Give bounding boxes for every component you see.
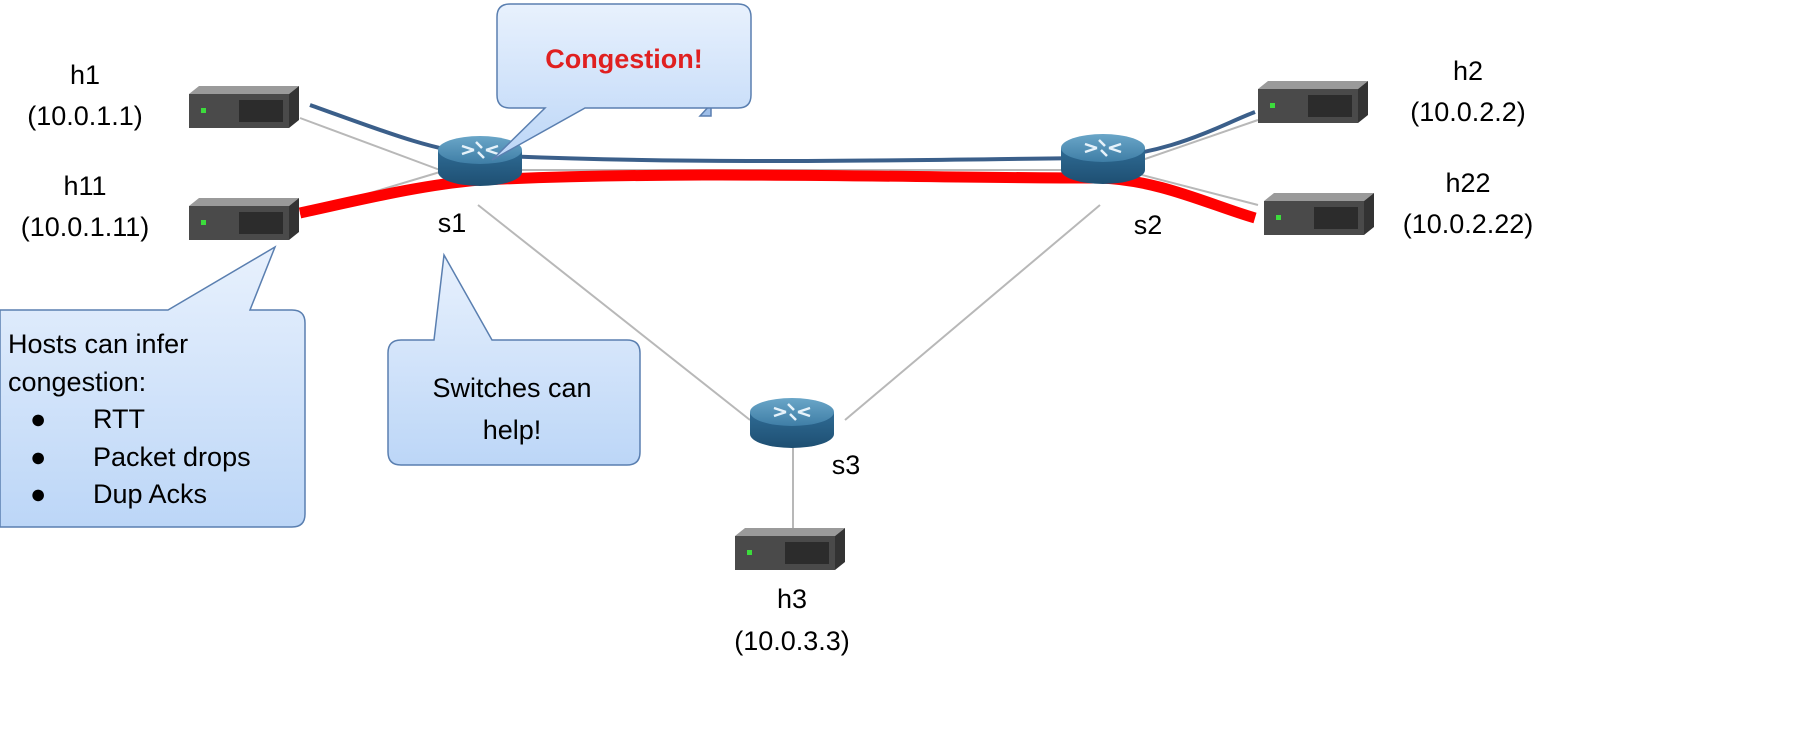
server-icon-h22 [1264,193,1374,235]
flow-h11-h22-congested [298,169,1257,224]
switches-callout: Switches can help! [387,252,641,466]
switch-label-s1: s1 [438,208,467,238]
switch-label-s2: s2 [1134,210,1163,240]
router-icon-s1 [438,136,522,186]
host-ip-h3: (10.0.3.3) [734,626,850,656]
hosts-callout-item-2: Packet drops [93,442,251,472]
host-label-h3: h3 [777,584,807,614]
host-label-h2: h2 [1453,56,1483,86]
switch-label-s3: s3 [832,450,861,480]
hosts-callout-bullet-1: ● [30,404,46,434]
server-icon-h1 [189,86,299,128]
host-label-h22: h22 [1445,168,1490,198]
link-s2-s3 [844,204,1101,421]
host-ip-h2: (10.0.2.2) [1410,97,1526,127]
server-icon-h3 [735,528,845,570]
link-s2-h2 [1141,119,1259,161]
hosts-callout-line1: Hosts can infer [8,329,188,359]
link-h1-s1 [299,117,441,171]
hosts-callout-item-3: Dup Acks [93,479,207,509]
link-s1-s3 [477,204,751,421]
hosts-callout-bullet-2: ● [30,442,46,472]
congestion-callout-text: Congestion! [545,44,702,74]
flow-h1-h2 [309,103,1256,164]
host-label-h11: h11 [63,171,106,201]
switches-callout-line2: help! [483,415,542,445]
host-ip-h11: (10.0.1.11) [21,212,150,242]
switches-callout-line1: Switches can [432,373,591,403]
host-ip-h22: (10.0.2.22) [1403,209,1534,239]
server-icon-h11 [189,198,299,240]
hosts-callout-line2: congestion: [8,367,146,397]
hosts-callout: Hosts can infer congestion: ● RTT ● Pack… [0,245,306,528]
congestion-callout: Congestion! [491,3,752,161]
host-ip-h1: (10.0.1.1) [27,101,143,131]
host-label-h1: h1 [70,60,100,90]
hosts-callout-item-1: RTT [93,404,145,434]
router-icon-s2 [1061,134,1145,184]
server-icon-h2 [1258,81,1368,123]
router-icon-s3 [750,398,834,448]
link-s2-h22 [1141,174,1259,206]
hosts-callout-bullet-3: ● [30,479,46,509]
